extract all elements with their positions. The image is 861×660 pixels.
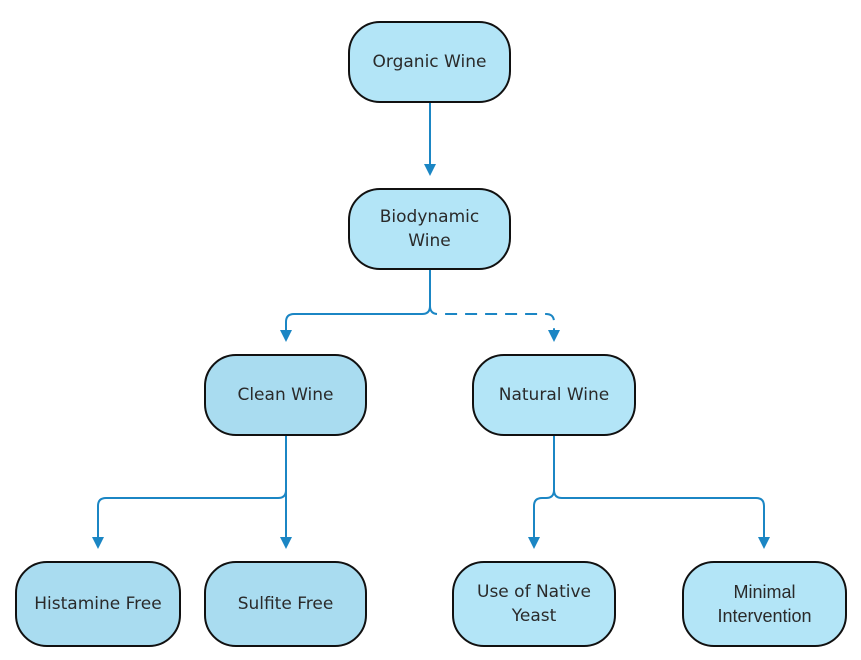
node-natural-wine: Natural Wine xyxy=(472,354,636,436)
node-sulfite-free: Sulfite Free xyxy=(204,561,367,647)
node-label: Biodynamic Wine xyxy=(379,207,480,251)
edge-clean-to-histamine xyxy=(92,436,287,549)
node-use-of-native-yeast: Use of Native Yeast xyxy=(452,561,616,647)
node-label: Histamine Free xyxy=(34,594,162,614)
node-organic-wine: Organic Wine xyxy=(348,21,511,103)
node-label: Organic Wine xyxy=(372,52,487,72)
node-label: Minimal Intervention xyxy=(717,582,812,626)
node-label: Sulfite Free xyxy=(237,594,334,614)
node-histamine-free: Histamine Free xyxy=(15,561,181,647)
edge-natural-to-native-yeast xyxy=(528,436,555,549)
node-label: Clean Wine xyxy=(237,385,334,405)
node-minimal-intervention: Minimal Intervention xyxy=(682,561,847,647)
node-biodynamic-wine: Biodynamic Wine xyxy=(348,188,511,270)
edge-biodynamic-to-clean xyxy=(280,270,431,342)
edge-biodynamic-to-natural xyxy=(429,305,560,342)
edge-natural-to-minimal xyxy=(553,489,770,549)
node-label: Use of Native Yeast xyxy=(477,582,591,626)
node-label: Natural Wine xyxy=(498,385,610,405)
node-clean-wine: Clean Wine xyxy=(204,354,367,436)
